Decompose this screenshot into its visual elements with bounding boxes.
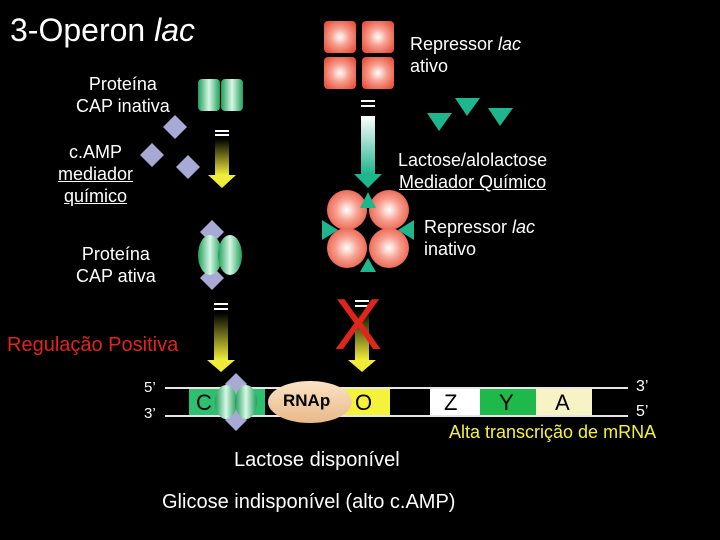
lactose-molecules-icon	[427, 98, 513, 131]
operator-label: O	[355, 390, 373, 415]
rna-polymerase-icon	[268, 381, 352, 423]
gene-y-label: Y	[499, 390, 514, 415]
cap-active-icon	[198, 220, 242, 290]
rna-polymerase-label: RNAp	[283, 391, 331, 410]
repressor-inactive-label: Repressor lac inativo	[424, 217, 536, 259]
camp-molecules-icon	[140, 115, 200, 179]
camp-to-cap-arrow-icon	[208, 130, 236, 188]
dna-3prime-right: 3’	[636, 378, 649, 395]
gene-z-box	[430, 389, 480, 415]
inducer-arrow-icon	[354, 100, 382, 188]
cap-to-dna-arrow-icon	[207, 303, 235, 372]
page-title: 3-Operon lac	[10, 12, 195, 48]
dna-5prime-right: 5’	[636, 403, 649, 420]
cap-inactive-icon	[198, 79, 243, 111]
blocked-arrow-icon	[348, 300, 376, 372]
cap-bound-dna-icon	[215, 373, 257, 431]
lactose-mediator-label: Lactose/alolactose Mediador Químico	[398, 150, 548, 192]
cap-site-label: C	[196, 390, 212, 415]
gene-a-label: A	[555, 390, 570, 415]
dna-5prime-left: 5’	[144, 379, 156, 396]
blocked-x-mark: X	[334, 285, 383, 365]
camp-label: c.AMP mediador químico	[58, 142, 134, 206]
lactose-available-label: Lactose disponível	[234, 449, 400, 471]
positive-regulation-label: Regulação Positiva	[7, 334, 179, 356]
cap-active-label: Proteína CAP ativa	[76, 244, 156, 286]
glucose-unavailable-label: Glicose indisponível (alto c.AMP)	[162, 491, 456, 513]
gene-y-box	[480, 389, 536, 415]
dna-3prime-left: 3’	[144, 405, 156, 422]
repressor-active-label: Repressor lac ativo	[410, 34, 522, 76]
gene-z-label: Z	[444, 390, 458, 415]
cap-inactive-label: Proteína CAP inativa	[76, 74, 170, 116]
inactive-repressor-icon	[322, 190, 414, 272]
active-repressor-icon	[324, 21, 394, 89]
high-transcription-label: Alta transcrição de mRNA	[449, 422, 657, 442]
gene-a-box	[536, 389, 592, 415]
